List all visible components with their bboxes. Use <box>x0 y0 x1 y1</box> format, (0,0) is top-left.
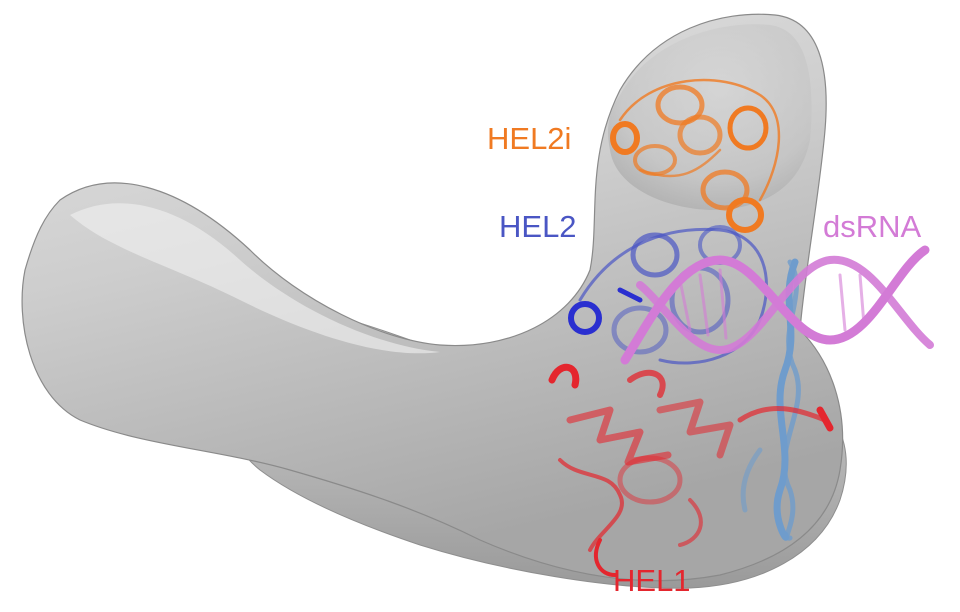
hel1-label: HEL1 <box>613 565 691 596</box>
hel2-label: HEL2 <box>499 211 577 242</box>
hel2i-label: HEL2i <box>487 123 571 154</box>
dsrna-label: dsRNA <box>823 211 921 242</box>
